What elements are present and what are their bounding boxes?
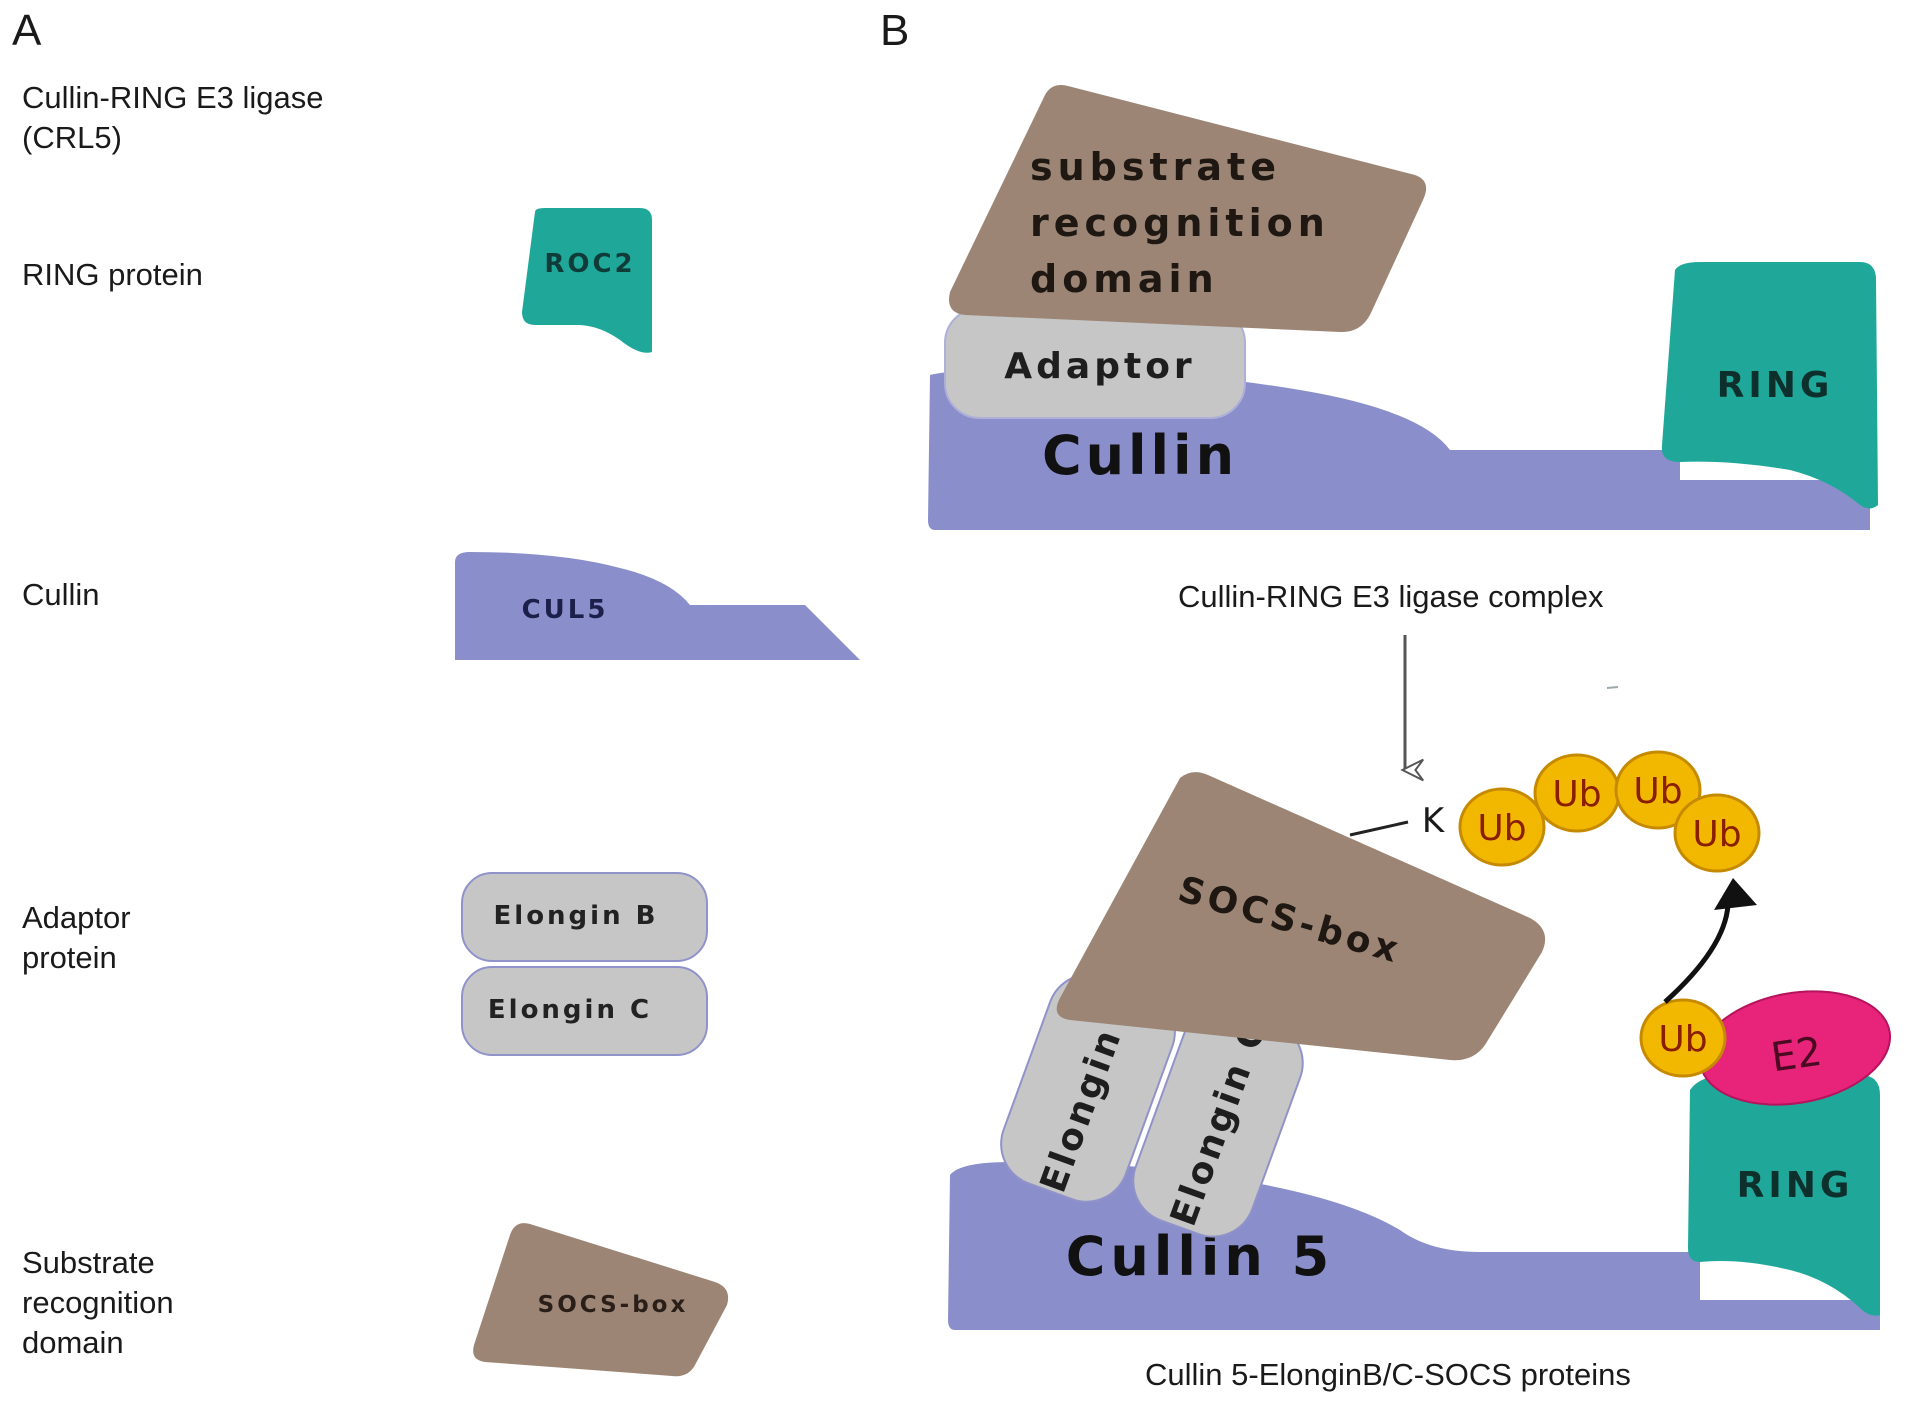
top-substrate-line2: recognition: [1030, 201, 1330, 245]
elongin-c-label: Elongin C: [488, 995, 652, 1025]
top-substrate-line1: substrate: [1030, 145, 1281, 189]
lysine-label: K: [1422, 801, 1446, 841]
socs-box-shape: SOCS-box: [473, 1223, 729, 1377]
top-cullin-label: Cullin: [1042, 424, 1238, 487]
substrate-label-line3: domain: [22, 1325, 124, 1360]
panel-b-letter: B: [880, 6, 910, 55]
substrate-label-line1: Substrate: [22, 1245, 155, 1280]
ub-2-label: Ub: [1552, 774, 1601, 815]
e2-ub-label: Ub: [1658, 1019, 1707, 1060]
cul5-label: CUL5: [522, 595, 609, 625]
bottom-elongin-c-shape: Elongin C: [1132, 1006, 1304, 1238]
elongin-b-label: Elongin B: [494, 901, 659, 931]
ub-chain: Ub Ub Ub Ub: [1458, 750, 1761, 873]
top-adaptor-shape: Adaptor: [944, 307, 1246, 419]
adaptor-label-line1: Adaptor: [22, 900, 131, 935]
panel-a-letter: A: [12, 6, 42, 55]
top-substrate-line3: domain: [1030, 257, 1219, 301]
cul5-shape: CUL5: [455, 552, 860, 660]
e2-bound-ub: Ub: [1639, 998, 1727, 1078]
adaptor-label-line2: protein: [22, 940, 117, 975]
ub-4-label: Ub: [1692, 814, 1741, 855]
bottom-ring-label: RING: [1737, 1165, 1854, 1206]
ub-1: [1458, 787, 1546, 867]
ub-4: [1673, 793, 1761, 873]
e2-label: E2: [1768, 1029, 1825, 1082]
top-substrate-shape: substrate recognition domain: [949, 85, 1427, 333]
bottom-socs-box-shape: SOCS-box: [1056, 772, 1546, 1061]
top-complex-caption: Cullin-RING E3 ligase complex: [1178, 579, 1604, 614]
panel-a-title-line2: (CRL5): [22, 120, 122, 155]
ub-1-label: Ub: [1477, 808, 1526, 849]
socs-box-label: SOCS-box: [538, 1292, 689, 1318]
stray-dash: [1606, 686, 1619, 689]
substrate-label-line2: recognition: [22, 1285, 174, 1320]
roc2-label: ROC2: [544, 249, 635, 279]
bottom-cullin5-label: Cullin 5: [1066, 1225, 1334, 1288]
ub-transfer-arrowhead: [1714, 878, 1757, 910]
panel-a-title-line1: Cullin-RING E3 ligase: [22, 80, 324, 115]
lysine-bond: [1349, 820, 1409, 837]
elongin-c-shape: Elongin C: [461, 966, 708, 1056]
ub-3-label: Ub: [1633, 771, 1682, 812]
ub-3: [1614, 750, 1702, 830]
bottom-ring-shape: RING: [1688, 1075, 1880, 1316]
roc2-shape: ROC2: [522, 208, 652, 353]
cullin-label: Cullin: [22, 577, 100, 612]
e2-enzyme: E2: [1698, 990, 1892, 1106]
top-adaptor-label: Adaptor: [1004, 346, 1195, 387]
top-ring-shape: RING: [1661, 262, 1878, 509]
ub-transfer-arrow: [1663, 904, 1731, 1004]
elongin-b-shape: Elongin B: [461, 872, 708, 962]
ring-protein-label: RING protein: [22, 257, 203, 292]
top-ring-label: RING: [1717, 365, 1834, 406]
bottom-complex-caption: Cullin 5-ElonginB/C-SOCS proteins: [1145, 1357, 1631, 1392]
